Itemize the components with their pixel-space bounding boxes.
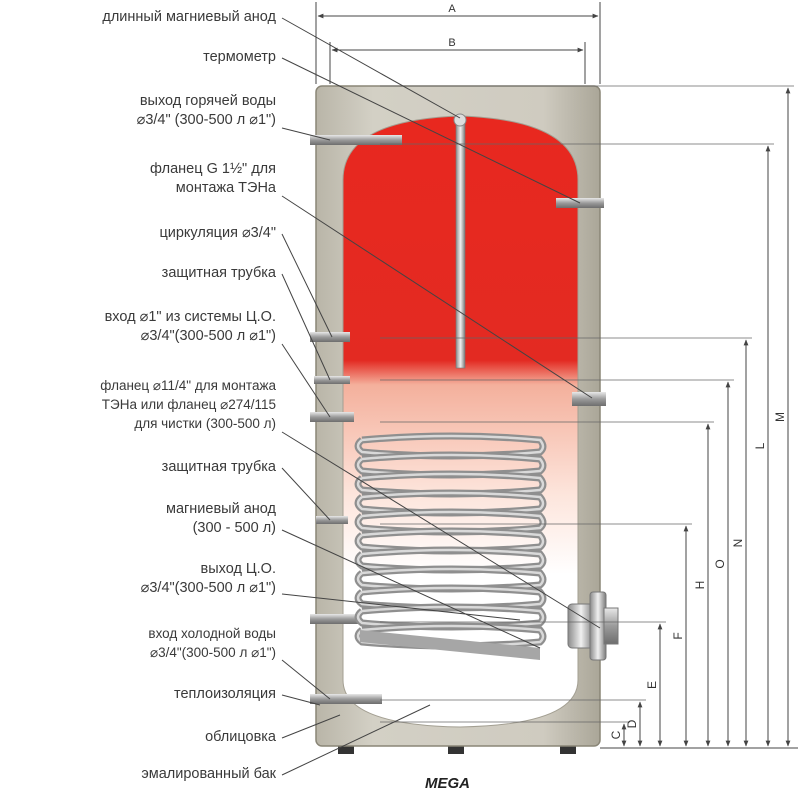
leader-enamel-tank [281, 704, 431, 776]
label-mg-anode: магниевый анод (300 - 500 л) [166, 500, 276, 538]
dim-label-a: A [448, 3, 456, 15]
label-mg-anode-line: магниевый анод [165, 501, 276, 517]
dim-label-E: E [645, 681, 659, 689]
bottom-flange [567, 591, 619, 661]
leader-insulation [281, 694, 321, 706]
leader-thermometer [281, 57, 581, 204]
label-thermometer: термометр [203, 48, 276, 67]
dim-label-C: C [609, 730, 623, 739]
dim-label-F: F [671, 632, 685, 639]
dim-label-N: N [731, 539, 745, 548]
leader-casing [281, 714, 341, 739]
label-co-out-line: ⌀3/4"(300-500 л ⌀1") [140, 580, 276, 596]
coil-turn-highlight [356, 434, 545, 458]
label-hot-out-line: ⌀3/4" (300-500 л ⌀1") [136, 112, 276, 128]
label-casing: облицовка [205, 728, 276, 747]
coil-turn-highlight [356, 586, 545, 610]
diagram-caption: MEGA [425, 775, 470, 792]
label-circulation: циркуляция ⌀3/4" [159, 224, 276, 243]
label-cold-in-line: вход холодной воды [148, 626, 276, 641]
leader-co-in [281, 343, 331, 418]
label-co-out-line: выход Ц.О. [200, 561, 276, 577]
label-enamel-tank: эмалированный бак [141, 765, 276, 784]
label-hot-out: выход горячей воды ⌀3/4" (300-500 л ⌀1") [137, 92, 276, 130]
label-mg-anode-line: (300 - 500 л) [192, 520, 276, 536]
label-flange-114-line: для чистки (300-500 л) [134, 416, 276, 431]
coil-turn-highlight [356, 548, 545, 572]
label-prot-tube-1: защитная трубка [162, 264, 276, 283]
leader-prot-tube-2 [281, 467, 331, 521]
label-flange-g-line: монтажа ТЭНа [175, 180, 276, 196]
leader-co-out [281, 593, 521, 621]
tank-feet [338, 744, 576, 754]
dim-label-b: B [448, 37, 455, 49]
label-casing-line: облицовка [205, 729, 276, 745]
leader-lines [281, 17, 601, 776]
dim-label-O: O [713, 559, 727, 568]
label-co-in: вход ⌀1" из системы Ц.О. ⌀3/4"(300-500 л … [105, 308, 276, 346]
label-thermometer-line: термометр [203, 49, 276, 65]
label-co-in-line: ⌀3/4"(300-500 л ⌀1") [140, 328, 276, 344]
label-cold-in-line: ⌀3/4"(300-500 л ⌀1") [149, 645, 276, 660]
leader-flange-g [281, 195, 593, 399]
label-prot-tube-1-line: защитная трубка [161, 265, 276, 281]
heating-coil [354, 432, 547, 660]
coil-turn-highlight [356, 491, 545, 515]
coil-turn-highlight [356, 510, 545, 534]
label-insulation: теплоизоляция [174, 685, 276, 704]
coil-outlet [360, 630, 540, 660]
coil-turn-highlight [356, 453, 545, 477]
label-cold-in: вход холодной воды ⌀3/4"(300-500 л ⌀1") [148, 624, 276, 662]
dim-label-D: D [625, 719, 639, 728]
label-long-anode-line: длинный магниевый анод [102, 9, 276, 25]
dim-label-L: L [753, 442, 767, 449]
leader-cold-in [281, 659, 331, 700]
leader-hot-out [281, 127, 331, 141]
leader-mg-anode [281, 529, 541, 649]
coil-turn-highlight [356, 567, 545, 591]
coil-turn-highlight [356, 472, 545, 496]
label-hot-out-line: выход горячей воды [139, 93, 276, 109]
label-flange-114-line: ТЭНа или фланец ⌀274/115 [101, 397, 276, 412]
label-prot-tube-2-line: защитная трубка [161, 459, 276, 475]
leader-long-anode [281, 17, 461, 119]
dim-label-H: H [693, 581, 707, 590]
long-anode-rod [453, 113, 467, 369]
label-flange-g-line: фланец G 1½" для [150, 161, 276, 177]
top-dimensions [315, 2, 601, 84]
coil-turn-highlight [356, 529, 545, 553]
label-insulation-line: теплоизоляция [174, 686, 276, 702]
label-circulation-line: циркуляция ⌀3/4" [159, 225, 276, 241]
label-flange-g: фланец G 1½" для монтажа ТЭНа [150, 160, 276, 198]
label-co-out: выход Ц.О. ⌀3/4"(300-500 л ⌀1") [141, 560, 276, 598]
label-co-in-line: вход ⌀1" из системы Ц.О. [104, 309, 276, 325]
leader-flange-114 [281, 431, 601, 629]
label-long-anode: длинный магниевый анод [102, 8, 276, 27]
dim-label-M: M [773, 412, 787, 422]
label-enamel-tank-line: эмалированный бак [141, 766, 276, 782]
leader-prot-tube-1 [281, 273, 331, 381]
coil-turn-highlight [356, 605, 545, 629]
label-prot-tube-2: защитная трубка [162, 458, 276, 477]
leader-circulation [281, 233, 333, 338]
right-dimensions: CD E F H O N L M [380, 85, 798, 749]
label-flange-114-line: фланец ⌀11/4" для монтажа [100, 378, 276, 393]
